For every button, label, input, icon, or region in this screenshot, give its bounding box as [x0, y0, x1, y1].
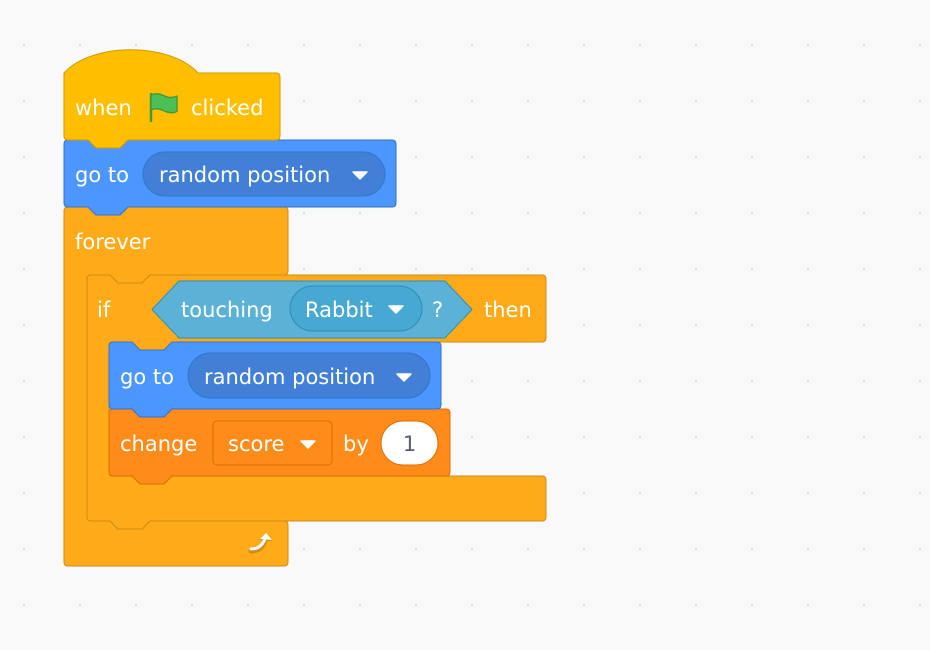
go-to-target-dropdown[interactable]: [142, 151, 386, 197]
chevron-down-icon: [352, 171, 368, 180]
chevron-down-icon: [388, 305, 404, 314]
chevron-down-icon: [300, 440, 316, 449]
change-amount-value: 1: [403, 432, 416, 456]
variable-dropdown[interactable]: [212, 420, 333, 466]
go-to-target-dropdown[interactable]: [187, 352, 431, 399]
go-to-label: go to: [120, 365, 174, 389]
green-flag-icon: [149, 92, 178, 123]
touching-object-dropdown[interactable]: [289, 285, 423, 332]
loop-arrow-icon: [248, 533, 273, 554]
chevron-down-icon: [396, 373, 412, 382]
if-label: if: [97, 298, 111, 322]
change-label: change: [120, 432, 197, 456]
go-to-target-value: random position: [204, 365, 375, 389]
touching-label: touching: [181, 298, 273, 322]
touching-object-value: Rabbit: [305, 298, 373, 322]
variable-value: score: [228, 432, 284, 456]
touching-suffix: ?: [432, 298, 443, 322]
clicked-label: clicked: [191, 96, 263, 120]
go-to-target-value: random position: [159, 163, 330, 187]
by-label: by: [343, 432, 369, 456]
go-to-label: go to: [75, 163, 129, 187]
when-label: when: [75, 96, 132, 120]
change-amount-input[interactable]: [380, 420, 439, 466]
then-label: then: [484, 298, 532, 322]
forever-label: forever: [75, 230, 151, 254]
